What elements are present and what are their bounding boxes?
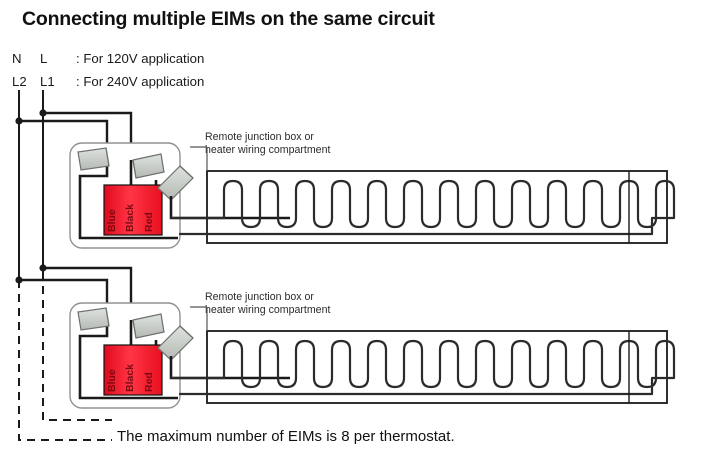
callout-line-2: heater wiring compartment <box>205 304 331 317</box>
heating-coil <box>169 179 676 236</box>
callout-line-1: Remote junction box or <box>205 131 314 143</box>
eim-output-wire <box>169 196 290 220</box>
eim-internal-wire-blue <box>78 158 178 240</box>
wire-nut-connector-2 <box>132 153 165 179</box>
callout-remote-junction-box-bottom: Remote junction box or heater wiring com… <box>205 291 330 317</box>
wire-nut-connector-2 <box>132 313 165 339</box>
eim-terminal-label-black: Black <box>124 204 136 232</box>
legend-text: For 120V application <box>83 51 205 66</box>
heater-element-box <box>206 330 668 404</box>
eim-terminal-label-red: Red <box>143 372 155 392</box>
junction-dot <box>39 109 47 117</box>
heater-box-upper <box>169 146 676 244</box>
page-title: Connecting multiple EIMs on the same cir… <box>22 8 435 30</box>
eim-terminal-label-red: Red <box>143 212 155 232</box>
lower-neutral-feed-wire <box>19 278 109 310</box>
eim-lower[interactable]: Blue Black Red <box>69 302 290 409</box>
callout-line-2: heater wiring compartment <box>205 144 331 157</box>
legend-separator: : <box>76 74 80 89</box>
eim-body <box>103 344 163 396</box>
wire-nut-connector-3 <box>157 325 194 361</box>
heating-coil <box>169 339 676 396</box>
heater-element-box <box>206 170 668 244</box>
legend-neutral-label: L2 <box>12 74 27 89</box>
junction-dot <box>39 264 47 272</box>
callout-remote-junction-box-top: Remote junction box or heater wiring com… <box>205 131 330 157</box>
eim-upper[interactable]: Blue Black Red <box>69 142 290 249</box>
legend-separator: : <box>76 51 80 66</box>
legend-text: For 240V application <box>83 74 205 89</box>
heater-box-lower <box>169 306 676 404</box>
legend-line-label: L1 <box>40 74 55 89</box>
legend-row-240v: L2 L1: For 240V application <box>12 74 204 89</box>
neutral-bus-dashed <box>18 280 112 441</box>
eim-output-wire <box>169 356 290 380</box>
footnote-max-eims: The maximum number of EIMs is 8 per ther… <box>117 428 455 445</box>
legend-row-120v: N L: For 120V application <box>12 51 204 66</box>
callout-line-1: Remote junction box or <box>205 291 314 303</box>
junction-dot <box>15 117 23 125</box>
legend-line-label: L <box>40 51 48 66</box>
legend-neutral-label: N <box>12 51 22 66</box>
eim-terminal-label-blue: Blue <box>106 209 118 232</box>
eim-internal-wire-blue <box>78 318 178 400</box>
wire-nut-connector-1 <box>77 307 110 331</box>
lower-line-feed-wire <box>43 266 133 312</box>
upper-branch-wiring <box>15 109 133 152</box>
wire-nut-connector-3 <box>157 165 194 201</box>
wire-nut-connector-1 <box>77 147 110 171</box>
junction-dot <box>15 276 23 284</box>
eim-body <box>103 184 163 236</box>
line-bus-dashed <box>42 272 112 421</box>
upper-line-feed-wire <box>43 111 133 152</box>
eim-terminal-label-black: Black <box>124 364 136 392</box>
upper-neutral-feed-wire <box>19 119 109 150</box>
eim-terminal-label-blue: Blue <box>106 369 118 392</box>
lower-branch-wiring <box>15 264 133 312</box>
